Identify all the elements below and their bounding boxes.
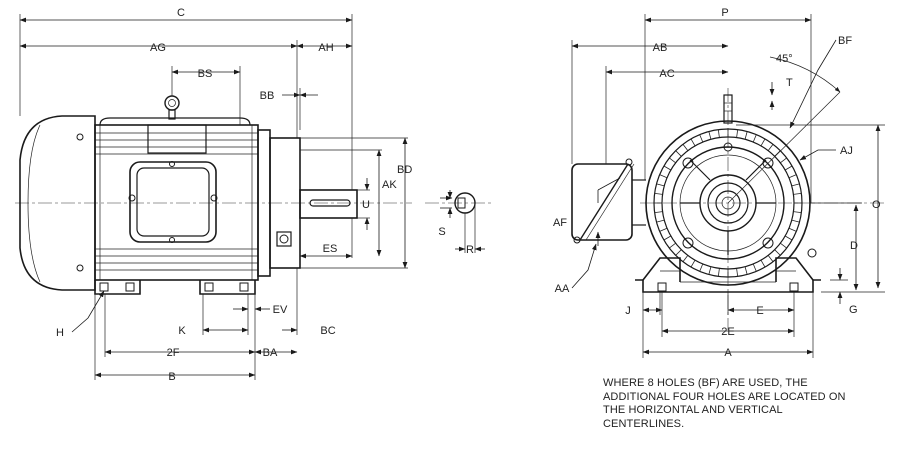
- dim-angle: 45°: [776, 53, 793, 65]
- dim-S: S: [438, 226, 445, 238]
- keyway: [309, 199, 351, 207]
- mounting-hole-note: WHERE 8 HOLES (BF) ARE USED, THE ADDITIO…: [603, 377, 893, 431]
- top-eyebolt: [723, 94, 733, 124]
- dim-T: T: [786, 77, 793, 89]
- conduit-box: [128, 161, 218, 243]
- note-line-3: THE HORIZONTAL AND VERTICAL: [603, 404, 783, 416]
- motor-frame: [94, 124, 259, 281]
- fan-cover: [19, 115, 96, 291]
- motor-shaft: [299, 189, 358, 219]
- dim-BA: BA: [263, 347, 278, 359]
- dim-BS: BS: [198, 68, 213, 80]
- side-view: C AG AH BS BB BD AK U ES H K EV BC 2F BA…: [15, 7, 412, 383]
- dim-AC: AC: [659, 68, 674, 80]
- dim-AK: AK: [382, 179, 397, 191]
- dim-AJ: AJ: [840, 145, 853, 157]
- conduit-box-end: [571, 158, 646, 244]
- dim-AB: AB: [653, 42, 668, 54]
- dim-BF: BF: [838, 35, 852, 47]
- dim-U: U: [362, 199, 370, 211]
- bracket-bolt-holes: [682, 142, 774, 249]
- note-line-2: ADDITIONAL FOUR HOLES ARE LOCATED ON: [603, 390, 846, 403]
- dim-2E: 2E: [721, 326, 734, 338]
- shaft-end: [715, 190, 741, 216]
- mounting-feet: [94, 269, 256, 295]
- note-line-1: WHERE 8 HOLES (BF) ARE USED, THE: [603, 377, 808, 389]
- end-view: P BF AB 45° AC T AJ O AF D AA J E G 2E A: [553, 7, 885, 359]
- dim-P: P: [721, 7, 728, 19]
- dim-BB: BB: [260, 90, 275, 102]
- dim-AA: AA: [555, 283, 570, 295]
- dim-B: B: [168, 371, 175, 383]
- end-fins: [654, 129, 802, 277]
- frame-fins: [95, 125, 258, 280]
- note-line-4: CENTERLINES.: [603, 417, 685, 430]
- dim-R: R: [466, 244, 474, 256]
- end-bracket-face: [671, 146, 785, 260]
- dim-BD: BD: [397, 164, 412, 176]
- dim-EV: EV: [273, 304, 288, 316]
- lifting-eyebolt: [164, 95, 180, 120]
- dim-E: E: [756, 305, 763, 317]
- dim-AF: AF: [553, 217, 567, 229]
- end-feet: [635, 257, 821, 293]
- dim-G: G: [849, 304, 858, 316]
- dim-AG: AG: [150, 42, 166, 54]
- dim-ES: ES: [323, 243, 338, 255]
- dim-O: O: [872, 199, 881, 211]
- dim-J: J: [625, 305, 631, 317]
- dim-AH: AH: [318, 42, 333, 54]
- dim-BC: BC: [320, 325, 335, 337]
- dim-D: D: [850, 240, 858, 252]
- dim-2F: 2F: [167, 347, 180, 359]
- dim-K: K: [178, 325, 186, 337]
- dim-A: A: [724, 347, 732, 359]
- dim-H: H: [56, 327, 64, 339]
- shaft-key-detail: S R: [425, 190, 492, 256]
- dim-C: C: [177, 7, 185, 19]
